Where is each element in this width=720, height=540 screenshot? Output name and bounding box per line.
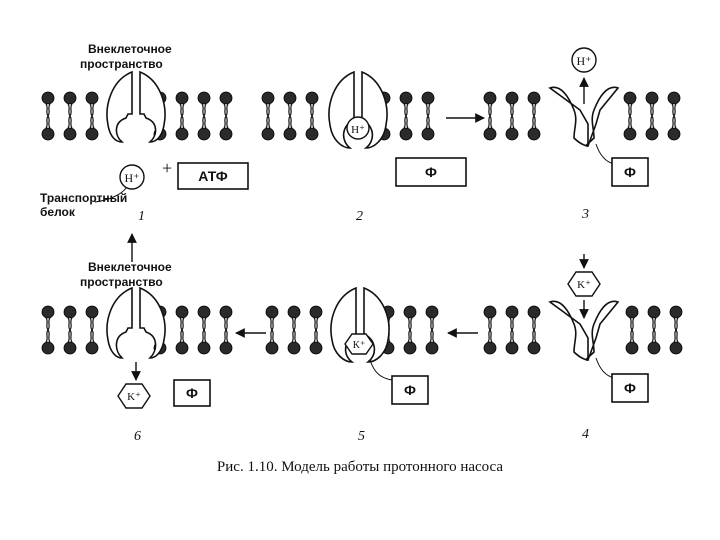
- step-3: 3: [581, 207, 589, 222]
- step-2: 2: [356, 209, 363, 224]
- phosphate-box-5: Ф: [392, 376, 428, 404]
- phosphate-box-6: Ф: [174, 380, 210, 406]
- potassium-hex-released: K⁺: [118, 384, 150, 408]
- membrane-left-1: [42, 92, 98, 140]
- label-extracellular-top: Внеклеточное пространство: [80, 42, 175, 71]
- atp-box: АТФ: [178, 163, 248, 189]
- proton-circle-released: H⁺: [572, 48, 596, 72]
- label-extracellular-bottom: Внеклеточное пространство: [80, 260, 175, 289]
- membrane-right-5: [382, 306, 438, 354]
- potassium-hex-bound: K⁺: [345, 334, 373, 354]
- panel-2: H⁺ Ф 2: [262, 72, 466, 224]
- panel-1: H⁺ + АТФ Внеклеточное пространство Транс…: [40, 42, 248, 224]
- potassium-hex-outside: K⁺: [568, 272, 600, 296]
- figure-caption: Рис. 1.10. Модель работы протонного насо…: [217, 459, 503, 475]
- svg-text:Ф: Ф: [404, 382, 416, 398]
- panel-4: K⁺ Ф 4: [484, 254, 682, 442]
- svg-text:H⁺: H⁺: [125, 171, 140, 185]
- svg-text:Ф: Ф: [624, 164, 636, 180]
- svg-text:K⁺: K⁺: [127, 391, 141, 403]
- svg-text:Ф: Ф: [186, 385, 198, 401]
- step-5: 5: [358, 429, 365, 444]
- step-4: 4: [582, 427, 589, 442]
- svg-text:АТФ: АТФ: [198, 168, 227, 184]
- phosphate-box-3: Ф: [612, 158, 648, 186]
- transport-protein-closed-out: [107, 72, 165, 142]
- svg-text:H⁺: H⁺: [351, 124, 365, 136]
- membrane-left-5: [266, 306, 322, 354]
- membrane-left-4: [484, 306, 540, 354]
- membrane-left-3: [484, 92, 540, 140]
- svg-text:K⁺: K⁺: [577, 279, 591, 291]
- step-1: 1: [138, 209, 145, 224]
- plus-sign: +: [162, 158, 172, 178]
- step-6: 6: [134, 429, 141, 444]
- proton-circle-bound: H⁺: [347, 117, 369, 139]
- phosphate-box-2: Ф: [396, 158, 466, 186]
- svg-text:K⁺: K⁺: [353, 340, 366, 351]
- svg-text:Ф: Ф: [624, 380, 636, 396]
- panel-5: K⁺ Ф 5: [266, 288, 438, 444]
- membrane-left-2: [262, 92, 318, 140]
- phosphate-box-4: Ф: [612, 374, 648, 402]
- panel-6: Внеклеточное пространство K⁺ Ф 6: [42, 260, 232, 444]
- panel-3: H⁺ Ф 3: [484, 48, 680, 222]
- membrane-left-6: [42, 306, 98, 354]
- svg-text:H⁺: H⁺: [577, 54, 592, 68]
- svg-text:Ф: Ф: [425, 164, 437, 180]
- proton-circle: H⁺: [120, 165, 144, 189]
- membrane-right-3: [624, 92, 680, 140]
- transport-protein-reset: [107, 288, 165, 358]
- membrane-right-4: [626, 306, 682, 354]
